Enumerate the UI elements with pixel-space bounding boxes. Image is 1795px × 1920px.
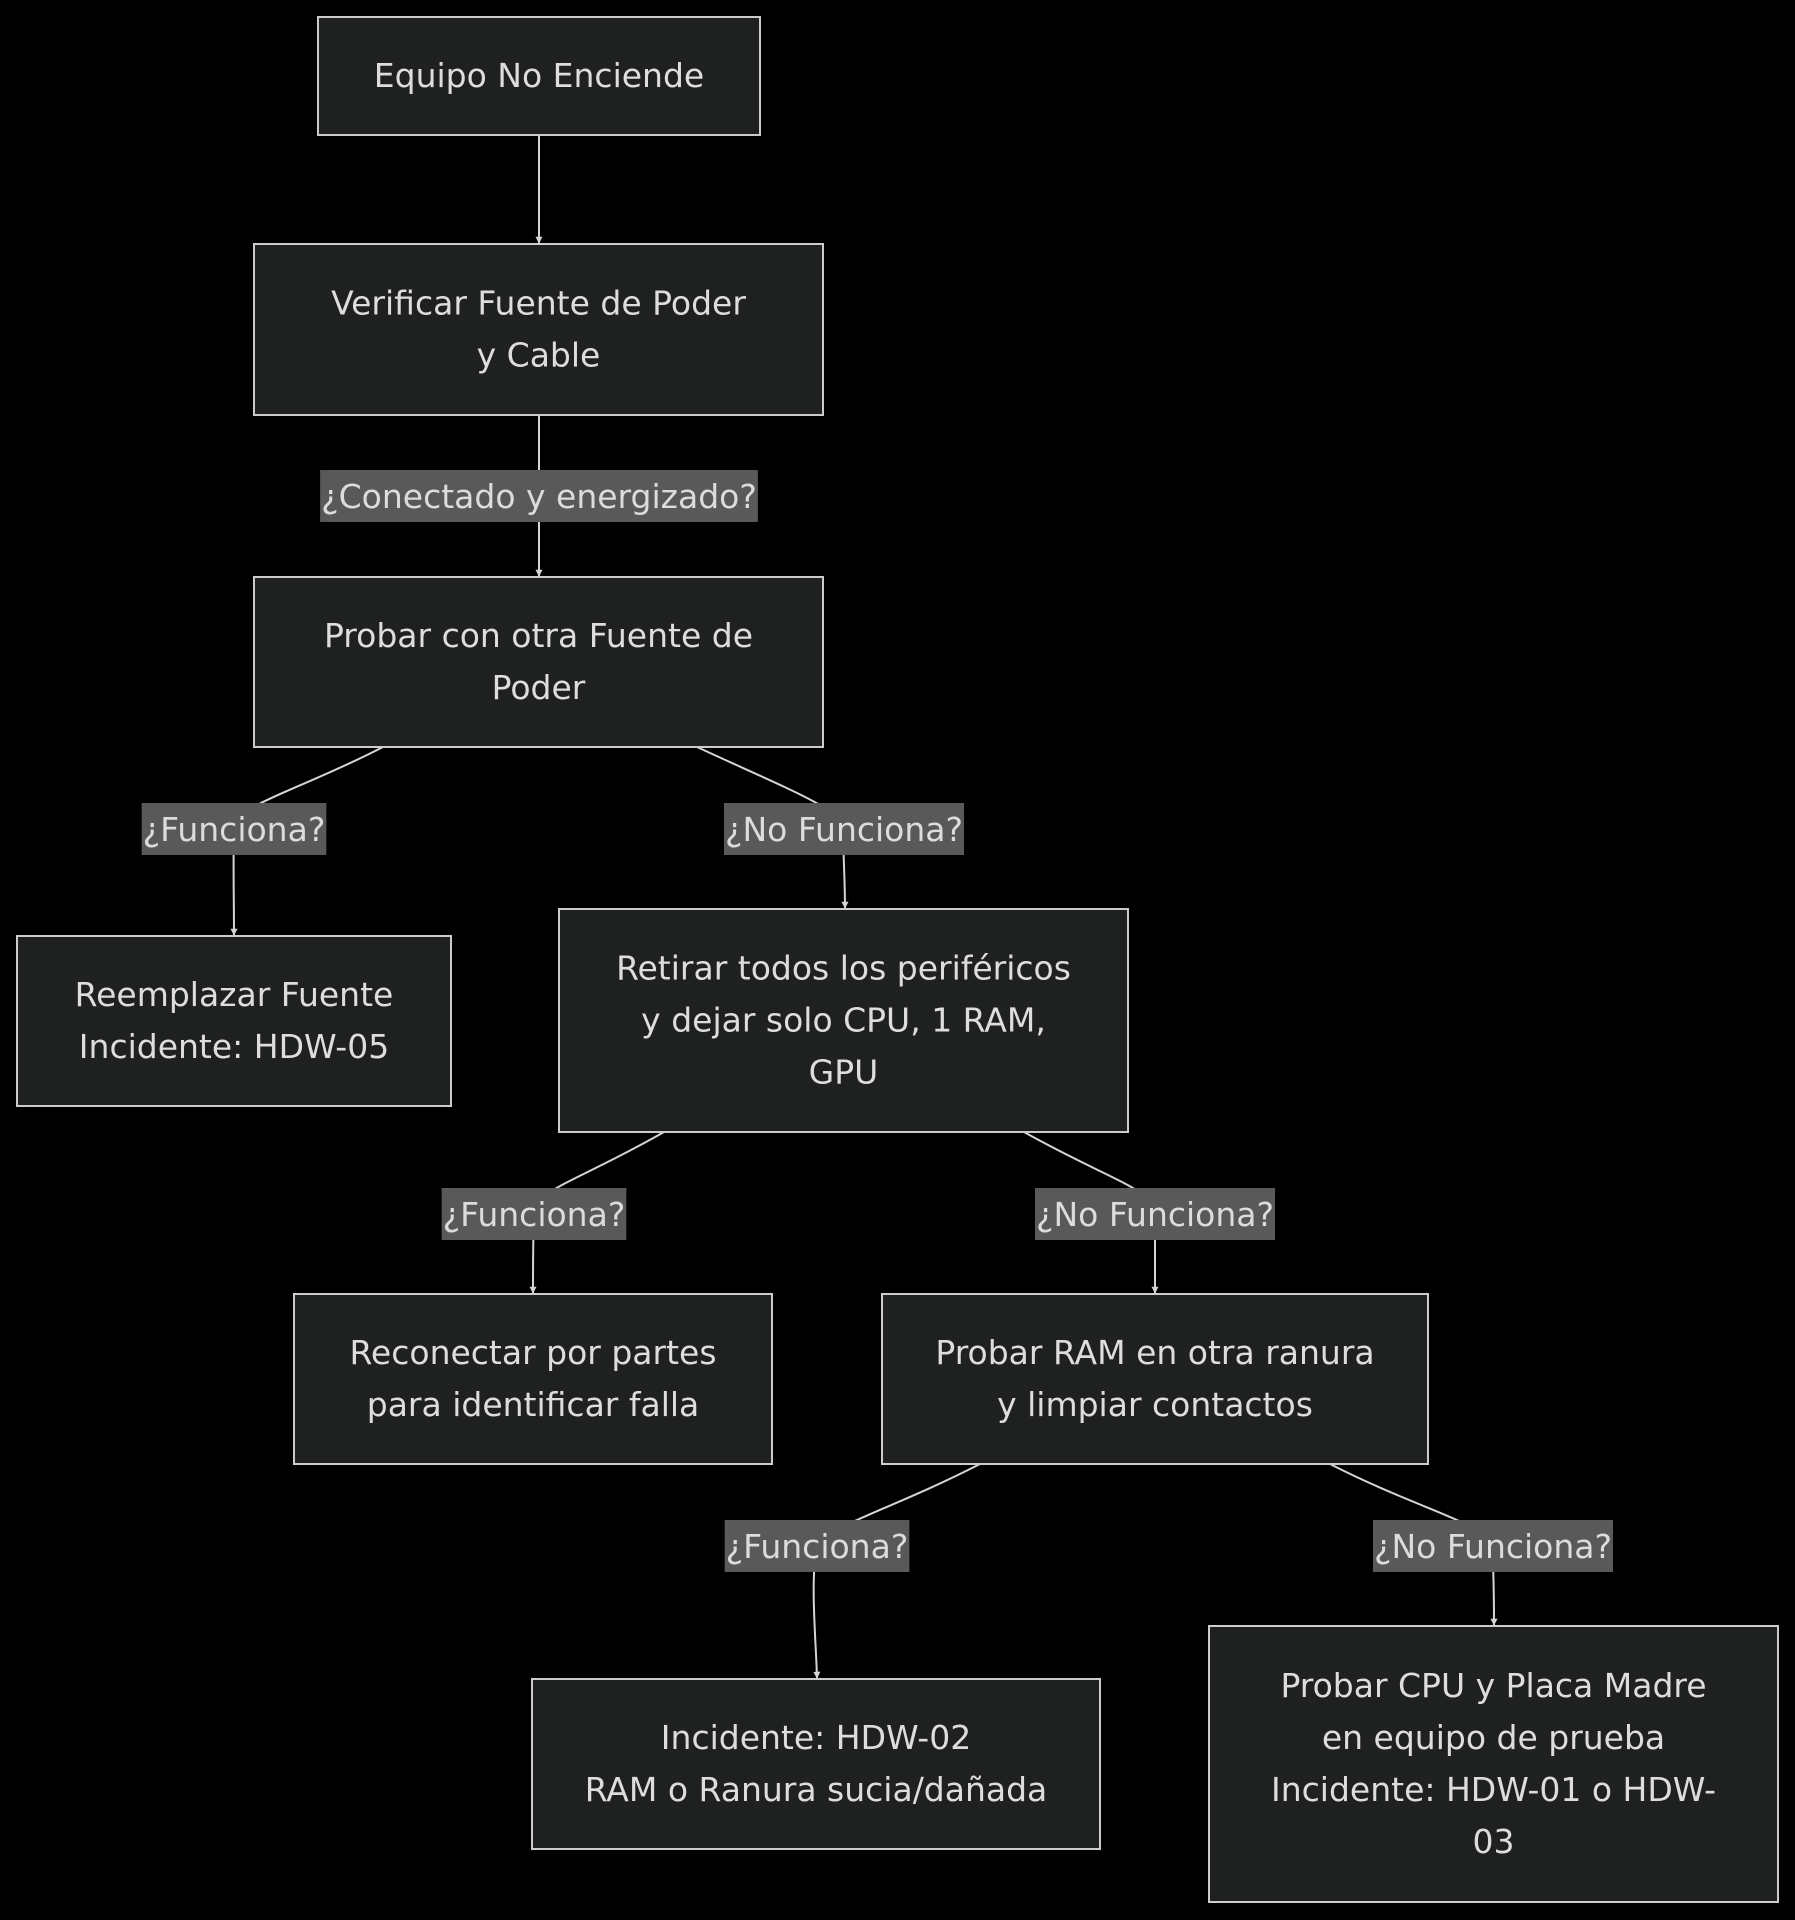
edge-label-background — [723, 803, 965, 855]
node-text-line: Incidente: HDW-02 — [661, 1718, 971, 1757]
node-n6: Reconectar por partes para identificar fa… — [293, 1293, 773, 1465]
edge-label-background — [1034, 1188, 1276, 1240]
node-text-line: en equipo de prueba — [1322, 1718, 1665, 1757]
edge-label: ¿Funciona? — [441, 1188, 627, 1240]
edge-label-text: ¿Funciona? — [726, 1527, 909, 1566]
node-text-line: GPU — [809, 1053, 879, 1092]
edge-label-background — [141, 803, 327, 855]
node-text-line: RAM o Ranura sucia/dañada — [585, 1770, 1048, 1809]
node-n5: Retirar todos los periféricos y dejar sol… — [558, 908, 1129, 1133]
node-text-line: y dejar solo CPU, 1 RAM, — [641, 1001, 1046, 1040]
edge-label-text: ¿No Funciona? — [725, 810, 963, 849]
node-text-line: Retirar todos los periféricos — [616, 949, 1071, 988]
node-box — [16, 935, 452, 1107]
edge-label-background — [441, 1188, 627, 1240]
edge-label: ¿No Funciona? — [723, 803, 965, 855]
node-text-line: Incidente: HDW-05 — [79, 1027, 389, 1066]
edge-label-text: ¿No Funciona? — [1374, 1527, 1612, 1566]
edge-label-text: ¿Funciona? — [143, 810, 326, 849]
node-n3: Probar con otra Fuente de Poder — [253, 576, 824, 748]
edge-label-background — [1372, 1520, 1614, 1572]
edge-label-text: ¿Funciona? — [443, 1195, 626, 1234]
edge-label: ¿Funciona? — [141, 803, 327, 855]
node-text-line: Probar CPU y Placa Madre — [1280, 1666, 1706, 1705]
node-box — [253, 243, 824, 416]
edge-label: ¿Funciona? — [724, 1520, 910, 1572]
edge-label: ¿No Funciona? — [1372, 1520, 1614, 1572]
node-box — [881, 1293, 1429, 1465]
node-n9: Probar CPU y Placa Madre en equipo de pru… — [1208, 1625, 1779, 1903]
node-text-line: Reconectar por partes — [349, 1333, 716, 1372]
node-box — [531, 1678, 1101, 1850]
node-text-line: 03 — [1473, 1822, 1515, 1861]
node-text-line: y Cable — [477, 336, 601, 375]
node-text-line: Equipo No Enciende — [374, 56, 704, 95]
node-text-line: Reemplazar Fuente — [75, 975, 394, 1014]
edge-label: ¿No Funciona? — [1034, 1188, 1276, 1240]
node-n1: Equipo No Enciende — [317, 16, 761, 136]
edge-label: ¿Conectado y energizado? — [320, 470, 758, 522]
node-text-line: Verificar Fuente de Poder — [331, 284, 746, 323]
node-text-line: y limpiar contactos — [997, 1385, 1313, 1424]
node-box — [558, 908, 1129, 1133]
edge-label-background — [724, 1520, 910, 1572]
node-box — [253, 576, 824, 748]
node-text-line: Poder — [492, 668, 586, 707]
node-box — [317, 16, 761, 136]
node-n2: Verificar Fuente de Poder y Cable — [253, 243, 824, 416]
edge-label-text: ¿No Funciona? — [1036, 1195, 1274, 1234]
edge-label-text: ¿Conectado y energizado? — [321, 477, 757, 516]
node-text-line: Probar RAM en otra ranura — [935, 1333, 1374, 1372]
node-text-line: Probar con otra Fuente de — [324, 616, 753, 655]
node-text-line: Incidente: HDW-01 o HDW- — [1271, 1770, 1716, 1809]
node-n7: Probar RAM en otra ranura y limpiar conta… — [881, 1293, 1429, 1465]
node-box — [1208, 1625, 1779, 1903]
node-box — [293, 1293, 773, 1465]
edge-label-background — [320, 470, 758, 522]
node-text-line: para identificar falla — [367, 1385, 700, 1424]
